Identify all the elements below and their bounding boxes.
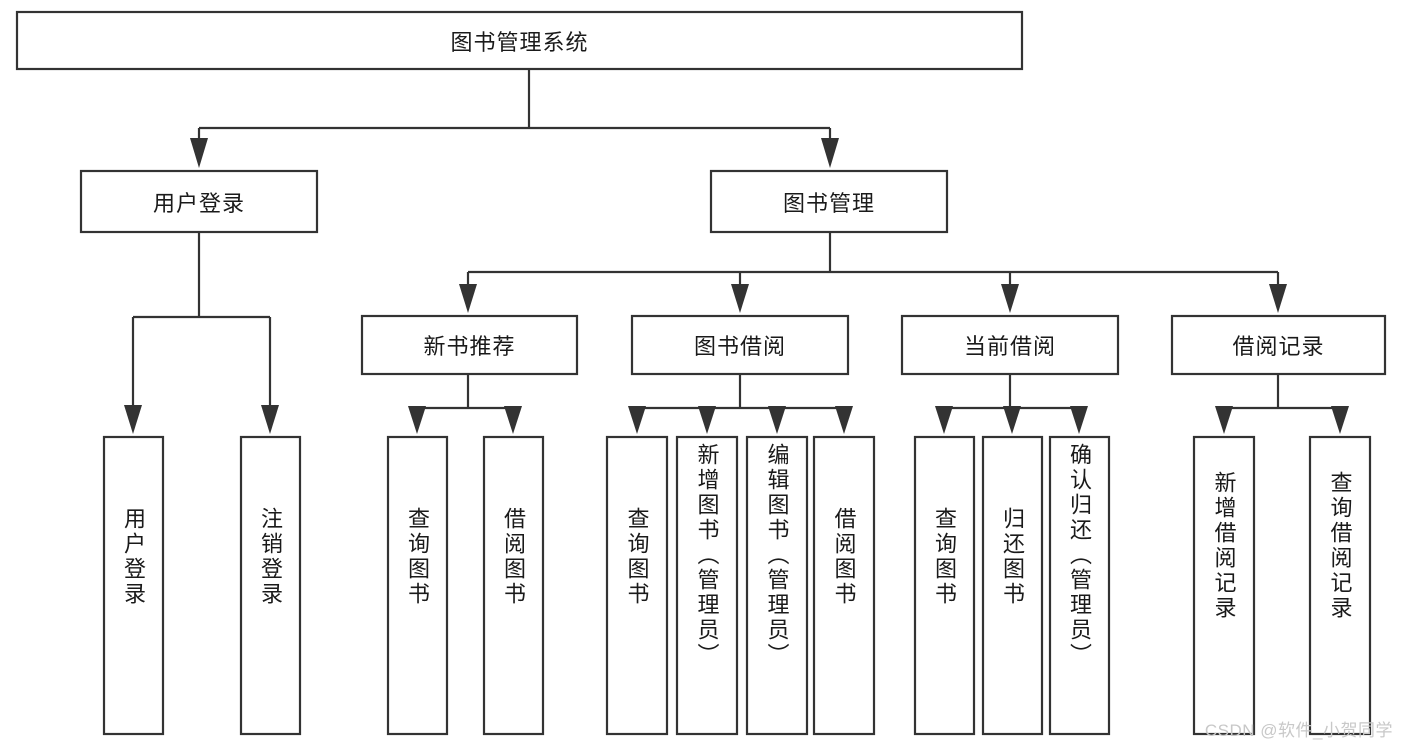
leaf-box-add-book-admin[interactable] xyxy=(675,435,739,736)
csdn-watermark: CSDN @软件_小贺同学 xyxy=(1204,721,1393,740)
connector-group-current xyxy=(935,374,1088,434)
node-box-borrow-records[interactable] xyxy=(1170,314,1387,376)
connector-group-records xyxy=(1215,374,1349,434)
arrow-head-leaf-query-book-2 xyxy=(628,406,646,434)
node-box-root[interactable] xyxy=(15,10,1024,71)
arrow-head-leaf-user-login xyxy=(124,405,142,434)
connector-group-new-books xyxy=(408,374,522,434)
arrow-head-leaf-edit-book xyxy=(768,406,786,434)
arrow-head-leaf-add-record xyxy=(1215,406,1233,434)
arrow-head-leaf-query-book-3 xyxy=(935,406,953,434)
leaf-box-query-book-borrow[interactable] xyxy=(605,435,669,736)
leaf-box-add-borrow-record[interactable] xyxy=(1192,435,1256,736)
arrow-head-current xyxy=(1001,284,1019,313)
leaf-box-query-book-new[interactable] xyxy=(386,435,449,736)
leaf-box-edit-book-admin[interactable] xyxy=(745,435,809,736)
node-box-new-book-recommend[interactable] xyxy=(360,314,579,376)
connector-group-user-login xyxy=(124,232,279,434)
arrow-head-leaf-borrow-book-1 xyxy=(504,406,522,434)
connector-group-borrow xyxy=(628,374,853,434)
node-box-user-login[interactable] xyxy=(79,169,319,234)
arrow-head-records xyxy=(1269,284,1287,313)
arrow-head-leaf-return-book xyxy=(1003,406,1021,434)
arrow-head-new-books xyxy=(459,284,477,313)
arrow-head-leaf-logout xyxy=(261,405,279,434)
leaf-box-user-login[interactable] xyxy=(102,435,165,736)
leaf-box-borrow-book-new[interactable] xyxy=(482,435,545,736)
leaf-box-query-borrow-record[interactable] xyxy=(1308,435,1372,736)
arrow-head-leaf-query-book-1 xyxy=(408,406,426,434)
node-box-book-borrow[interactable] xyxy=(630,314,850,376)
connector-group-root xyxy=(190,69,839,168)
connector-group-book-mgmt xyxy=(459,232,1287,313)
arrow-head-user-login xyxy=(190,138,208,168)
leaf-box-logout[interactable] xyxy=(239,435,302,736)
arrow-head-leaf-confirm-return xyxy=(1070,406,1088,434)
node-box-book-management[interactable] xyxy=(709,169,949,234)
leaf-box-confirm-return-admin[interactable] xyxy=(1048,435,1111,736)
leaf-box-query-book-current[interactable] xyxy=(913,435,976,736)
arrow-head-leaf-borrow-book-2 xyxy=(835,406,853,434)
arrow-head-leaf-query-record xyxy=(1331,406,1349,434)
node-box-current-borrow[interactable] xyxy=(900,314,1120,376)
arrow-head-leaf-add-book xyxy=(698,406,716,434)
leaf-box-borrow-book-borrow[interactable] xyxy=(812,435,876,736)
arrow-head-borrow xyxy=(731,284,749,313)
arrow-head-book-mgmt xyxy=(821,138,839,168)
leaf-box-return-book[interactable] xyxy=(981,435,1044,736)
